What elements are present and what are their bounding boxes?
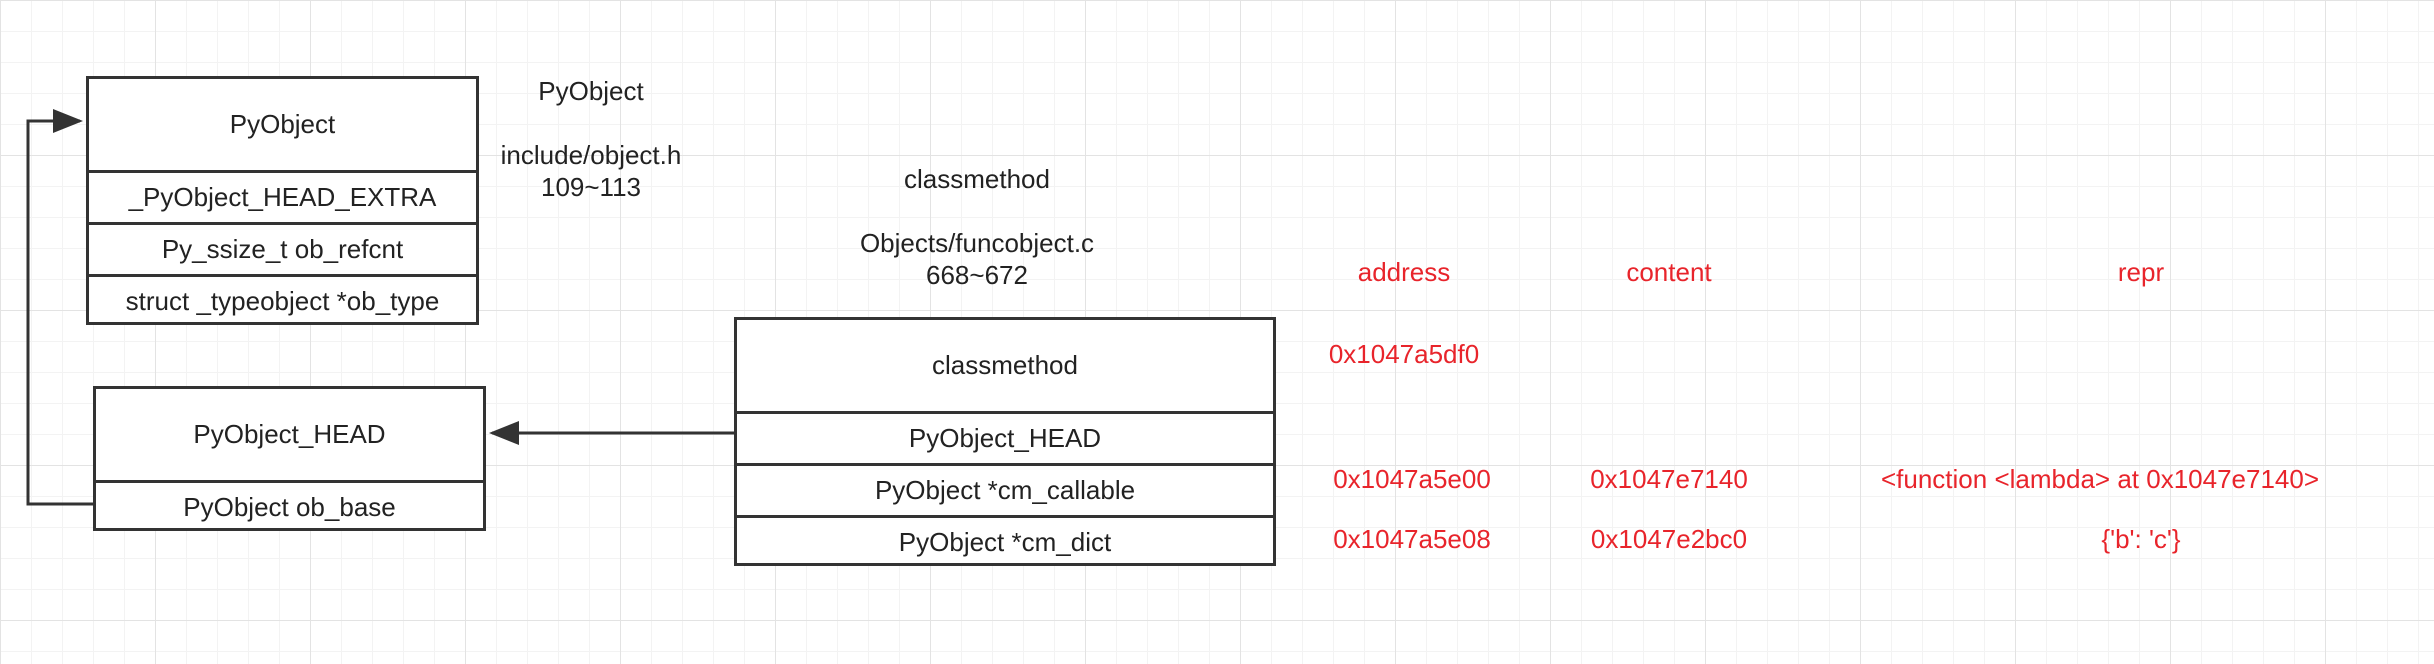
pyobject-head-title: PyObject_HEAD bbox=[193, 419, 386, 449]
pyobject-field-ob-refcnt: Py_ssize_t ob_refcnt bbox=[89, 222, 476, 274]
classmethod-source-note: classmethod Objects/funcobject.c 668~672 bbox=[860, 163, 1094, 291]
classmethod-struct-title: classmethod bbox=[932, 350, 1078, 380]
classmethod-note-lines: 668~672 bbox=[926, 260, 1028, 290]
cm-callable-repr: <function <lambda> at 0x1047e7140> bbox=[1880, 464, 2320, 494]
pyobject-head-box: PyObject_HEAD PyObject ob_base bbox=[93, 386, 486, 531]
repr-header: repr bbox=[2117, 257, 2165, 287]
classmethod-field-pyobject-head: PyObject_HEAD bbox=[737, 411, 1273, 463]
classmethod-field-cm-dict: PyObject *cm_dict bbox=[737, 515, 1273, 566]
address-header: address bbox=[1357, 257, 1451, 287]
classmethod-field-cm-callable: PyObject *cm_callable bbox=[737, 463, 1273, 515]
classmethod-note-title: classmethod bbox=[904, 164, 1050, 194]
pyobject-field-ob-type: struct _typeobject *ob_type bbox=[89, 274, 476, 325]
ob-base-to-pyobject-arrow bbox=[26, 109, 93, 506]
pyobject-note-title: PyObject bbox=[538, 76, 644, 106]
cm-dict-address: 0x1047a5e08 bbox=[1333, 524, 1491, 554]
classmethod-struct-box: classmethod PyObject_HEAD PyObject *cm_c… bbox=[734, 317, 1276, 566]
classmethod-object-address: 0x1047a5df0 bbox=[1328, 339, 1480, 369]
cm-callable-content: 0x1047e7140 bbox=[1590, 464, 1748, 494]
pyobject-struct-title: PyObject bbox=[229, 109, 336, 139]
pyobject-field-head-extra: _PyObject_HEAD_EXTRA bbox=[89, 170, 476, 222]
pyobject-struct-box: PyObject _PyObject_HEAD_EXTRA Py_ssize_t… bbox=[86, 76, 479, 325]
pyobject-head-field-ob-base: PyObject ob_base bbox=[96, 480, 483, 531]
content-header: content bbox=[1626, 257, 1712, 287]
pyobject-note-file: include/object.h bbox=[500, 140, 682, 170]
pyobject-note-lines: 109~113 bbox=[540, 172, 641, 202]
pyobject-source-note: PyObject include/object.h 109~113 bbox=[501, 75, 682, 203]
classmethod-note-file: Objects/funcobject.c bbox=[859, 228, 1095, 258]
cm-dict-content: 0x1047e2bc0 bbox=[1590, 524, 1748, 554]
cm-callable-address: 0x1047a5e00 bbox=[1333, 464, 1491, 494]
cm-dict-repr: {'b': 'c'} bbox=[2101, 524, 2181, 554]
